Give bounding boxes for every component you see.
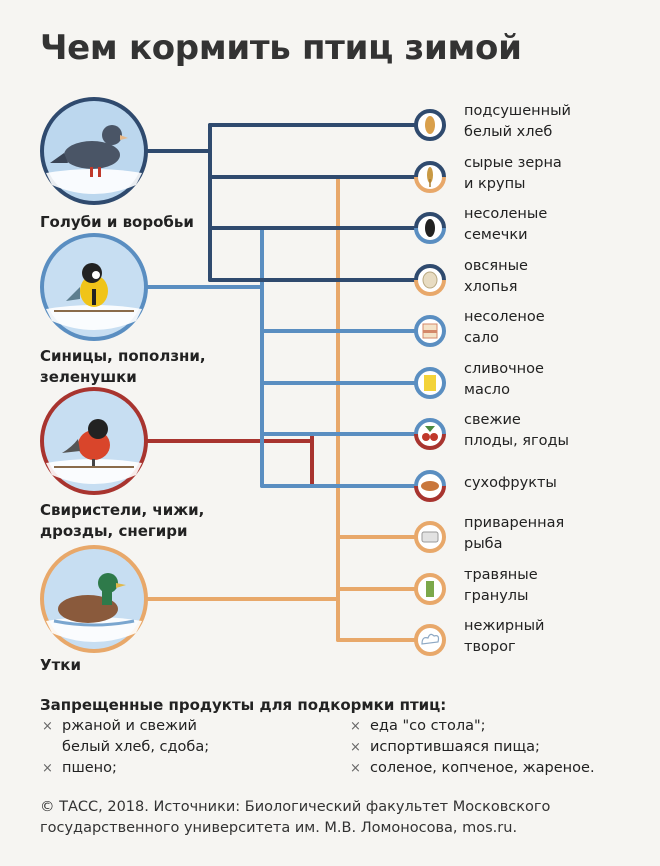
food-label-line: травяные — [464, 567, 538, 583]
bread-icon — [425, 116, 435, 134]
forbidden-item: × пшено; — [42, 758, 209, 779]
forbidden-item: × испортившаяся пища; — [350, 737, 595, 758]
food-circle — [414, 418, 446, 450]
food-label-line: подсушенный — [464, 103, 571, 119]
food-label: подсушенный белый хлеб — [464, 101, 571, 143]
forbidden-item-line: еда "со стола"; — [370, 718, 486, 734]
footer-credits: © ТАСС, 2018. Источники: Биологический ф… — [40, 797, 550, 839]
food-label-line: свежие — [464, 412, 521, 428]
food-label-line: белый хлеб — [464, 124, 553, 140]
food-label: овсяные хлопья — [464, 256, 528, 298]
food-label-line: сливочное — [464, 361, 544, 377]
forbidden-item: × еда "со стола"; — [350, 716, 595, 737]
page-title: Чем кормить птиц зимой — [40, 28, 522, 68]
cottage-cheese-icon — [421, 633, 440, 645]
bird-circle-pigeons — [40, 97, 148, 205]
food-label-line: гранулы — [464, 588, 529, 604]
food-label-line: хлопья — [464, 279, 518, 295]
bird-label-ducks: Утки — [40, 655, 81, 676]
food-circle — [414, 573, 446, 605]
cross-icon: × — [350, 761, 361, 776]
food-circle — [414, 521, 446, 553]
bird-label-line: Свиристели, чижи, — [40, 501, 205, 519]
forbidden-item: × ржаной и свежий белый хлеб, сдоба; — [42, 716, 209, 758]
bird-circle-waxwings — [40, 387, 148, 495]
cross-icon: × — [42, 719, 53, 734]
forbidden-title: Запрещенные продукты для подкормки птиц: — [40, 696, 447, 714]
forbidden-item-line: пшено; — [62, 760, 117, 776]
bird-label-line: Голуби и воробьи — [40, 213, 194, 231]
food-label-line: сухофрукты — [464, 475, 557, 491]
cross-icon: × — [42, 761, 53, 776]
cross-icon: × — [350, 719, 361, 734]
pellets-icon — [426, 581, 434, 597]
forbidden-item-line: белый хлеб, сдоба; — [62, 739, 210, 755]
seeds-icon — [425, 219, 435, 237]
food-label: нежирный творог — [464, 616, 544, 658]
food-label: несоленое сало — [464, 307, 545, 349]
butter-icon — [424, 375, 436, 391]
bird-label-pigeons: Голуби и воробьи — [40, 212, 194, 233]
food-label: приваренная рыба — [464, 513, 564, 555]
food-label-line: масло — [464, 382, 510, 398]
bird-circle-tits — [40, 233, 148, 341]
food-label: свежие плоды, ягоды — [464, 410, 569, 452]
food-circles — [414, 109, 446, 656]
food-circle — [414, 161, 446, 193]
food-circle — [414, 109, 446, 141]
food-label: сухофрукты — [464, 473, 557, 494]
food-label-line: сырые зерна — [464, 155, 562, 171]
forbidden-list-left: × ржаной и свежий белый хлеб, сдоба; × пшено… — [42, 716, 209, 779]
food-circle — [414, 315, 446, 347]
food-label-line: творог — [464, 639, 516, 655]
forbidden-item-line: соленое, копченое, жареное. — [370, 760, 595, 776]
food-label-line: и крупы — [464, 176, 526, 192]
dried-fruit-icon — [421, 481, 439, 491]
food-circle — [414, 264, 446, 296]
food-label: несоленые семечки — [464, 204, 547, 246]
grain-icon — [427, 167, 433, 187]
bird-label-line: дрозды, снегири — [40, 522, 188, 540]
food-label: сливочное масло — [464, 359, 544, 401]
food-label-line: плоды, ягоды — [464, 433, 569, 449]
food-circle — [414, 212, 446, 244]
footer-line: государственного университета им. М.В. Л… — [40, 820, 518, 836]
lard-icon — [422, 323, 438, 339]
oat-flakes-icon — [422, 271, 438, 289]
food-label-line: несоленые — [464, 206, 548, 222]
bird-label-line: Синицы, поползни, — [40, 347, 206, 365]
food-label-line: рыба — [464, 536, 503, 552]
food-label-line: семечки — [464, 227, 528, 243]
food-circle — [414, 367, 446, 399]
bird-circle-ducks — [40, 545, 148, 653]
duck-icon — [53, 573, 135, 627]
forbidden-list-right: × еда "со стола"; × испортившаяся пища; × сол… — [350, 716, 595, 779]
food-label-line: несоленое — [464, 309, 545, 325]
footer-line: © ТАСС, 2018. Источники: Биологический ф… — [40, 799, 551, 815]
bird-circles — [40, 97, 148, 653]
connection-lines — [144, 123, 418, 642]
pigeon-icon — [50, 125, 128, 177]
food-label-line: нежирный — [464, 618, 545, 634]
food-circle — [414, 624, 446, 656]
food-label-line: приваренная — [464, 515, 565, 531]
bird-label-line: Утки — [40, 656, 81, 674]
food-circle — [414, 470, 446, 502]
forbidden-item: × соленое, копченое, жареное. — [350, 758, 595, 779]
bullfinch-icon — [54, 419, 134, 468]
food-label: сырые зерна и крупы — [464, 153, 562, 195]
berries-icon — [422, 426, 438, 441]
bird-label-line: зеленушки — [40, 368, 137, 386]
fish-icon — [421, 531, 439, 543]
food-label-line: овсяные — [464, 258, 528, 274]
tit-icon — [54, 263, 134, 312]
forbidden-item-line: испортившаяся пища; — [370, 739, 540, 755]
forbidden-item-line: ржаной и свежий — [62, 718, 197, 734]
food-label-line: сало — [464, 330, 499, 346]
bird-label-waxwings: Свиристели, чижи, дрозды, снегири — [40, 500, 204, 542]
bird-label-tits: Синицы, поползни, зеленушки — [40, 346, 206, 388]
cross-icon: × — [350, 740, 361, 755]
food-label: травяные гранулы — [464, 565, 538, 607]
